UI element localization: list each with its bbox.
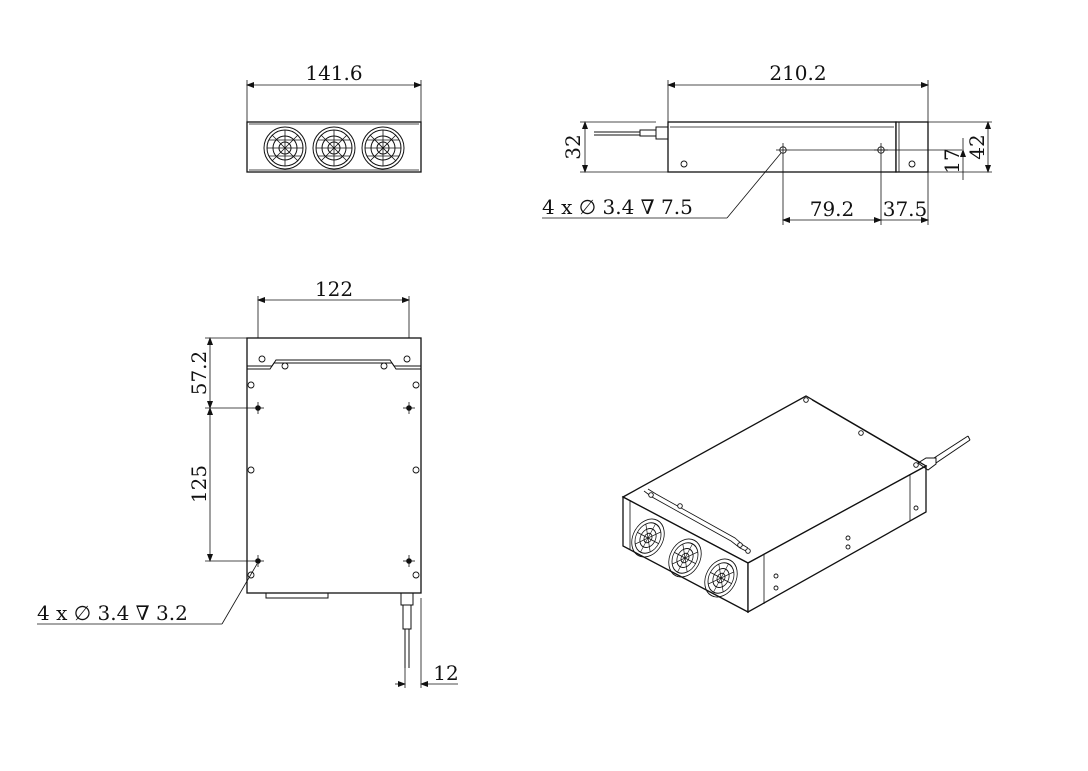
iso-side-face [747, 464, 927, 614]
top-mount-hole [252, 402, 264, 414]
iso-fan-1 [631, 518, 665, 558]
iso-screw [858, 430, 864, 436]
top-screw [403, 355, 411, 363]
iso-screw [845, 535, 851, 541]
iso-screw [913, 462, 919, 468]
top-screw [281, 362, 289, 370]
iso-screw [648, 492, 654, 498]
top-screw [412, 466, 420, 474]
iso-fan-3 [704, 558, 738, 598]
top-mount-hole [403, 402, 415, 414]
top-hole-callout: 4 x ∅ 3.4 ∇ 3.2 [37, 601, 188, 625]
side-screw-1 [680, 160, 688, 168]
iso-screw [773, 585, 779, 591]
top-screw [412, 381, 420, 389]
top-mount-hole [403, 555, 415, 567]
iso-screw [913, 505, 919, 511]
top-screw [247, 466, 255, 474]
isometric-view [621, 395, 971, 614]
top-screw [258, 355, 266, 363]
front-width-dim: 141.6 [305, 61, 362, 85]
fan-1 [263, 126, 307, 170]
iso-screw [737, 542, 743, 548]
top-hole-span-dim: 125 [187, 465, 211, 503]
iso-screw [745, 548, 751, 554]
iso-screw [677, 503, 683, 509]
front-view: 141.6 [246, 61, 422, 173]
side-screw-2 [908, 160, 916, 168]
top-fiber-offset-dim: 12 [433, 661, 458, 685]
iso-screw [845, 544, 851, 550]
iso-fan-2 [668, 538, 702, 578]
side-view: 210.2 32 [542, 61, 992, 225]
iso-screw [773, 573, 779, 579]
side-hole-height-dim: 17 [940, 148, 964, 173]
side-height-dim: 32 [561, 134, 585, 159]
fiber-connector-side [594, 126, 669, 140]
top-mount-hole [252, 555, 264, 567]
side-total-height-dim: 42 [965, 134, 989, 159]
side-mount-hole-1 [776, 143, 790, 157]
top-front-offset-dim: 57.2 [187, 351, 211, 396]
side-rear-offset-dim: 37.5 [883, 197, 928, 221]
front-fans [263, 126, 405, 170]
fan-2 [312, 126, 356, 170]
top-view: 122 [37, 277, 459, 688]
top-screw [247, 381, 255, 389]
side-hole-callout: 4 x ∅ 3.4 ∇ 7.5 [542, 195, 693, 219]
iso-fiber-cable [917, 435, 971, 471]
top-body [246, 337, 422, 594]
fan-3 [361, 126, 405, 170]
fiber-connector-top [400, 592, 414, 668]
side-length-dim: 210.2 [769, 61, 826, 85]
rear-connector-strip [265, 592, 329, 599]
iso-screw [803, 397, 809, 403]
top-screw [380, 362, 388, 370]
side-hole-pitch-dim: 79.2 [810, 197, 855, 221]
top-width-dim: 122 [315, 277, 353, 301]
iso-fans [631, 518, 738, 598]
top-screw [412, 571, 420, 579]
